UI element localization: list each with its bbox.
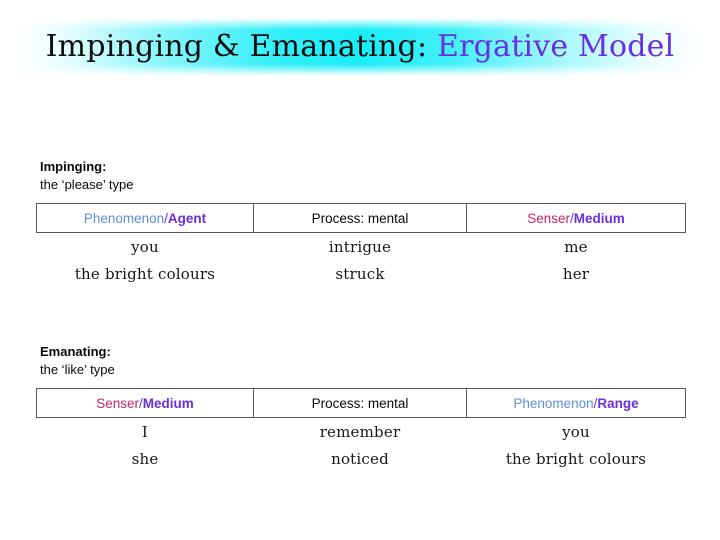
table-row: she noticed the bright colours (37, 445, 686, 472)
cell-process-1: remember (319, 422, 401, 441)
section-title-impinging: Impinging: (40, 159, 107, 174)
cell-process-1: noticed (331, 449, 389, 468)
title-banner: Impinging & Emanating: Ergative Model (18, 18, 702, 76)
section-title-emanating: Emanating: (40, 344, 111, 359)
role-label: Process: mental (311, 210, 409, 226)
role-separator: / (593, 395, 598, 411)
function-label: Range (597, 395, 639, 411)
column-header-process-mental: Process: mental (253, 388, 467, 418)
section-caption-emanating: Emanating: the ‘like’ type (40, 343, 115, 379)
table-header-row: Phenomenon/Agent Process: mental Senser/… (36, 203, 686, 233)
cell-process-1: intrigue (328, 237, 392, 256)
cell-participant-2: you (562, 422, 590, 441)
cell-participant-1: I (141, 422, 149, 441)
cell-participant-1: the bright colours (74, 264, 216, 283)
role-separator: / (570, 210, 574, 226)
function-label: Medium (573, 210, 625, 226)
ergative-table-emanating: Senser/Medium Process: mental Phenomenon… (36, 388, 686, 472)
role-separator: / (164, 210, 168, 226)
function-label: Medium (142, 395, 194, 411)
function-label: Agent (167, 210, 207, 226)
role-separator: / (139, 395, 143, 411)
role-label: Process: mental (311, 395, 409, 411)
section-subtitle-impinging: the ‘please’ type (40, 177, 134, 192)
cell-participant-2: the bright colours (505, 449, 647, 468)
cell-participant-2: me (564, 237, 588, 256)
page-title-primary: Impinging & Emanating: (45, 29, 438, 64)
section-caption-impinging: Impinging: the ‘please’ type (40, 158, 133, 194)
section-subtitle-emanating: the ‘like’ type (40, 362, 115, 377)
cell-process-1: struck (335, 264, 385, 283)
role-label: Phenomenon (513, 395, 594, 411)
cell-participant-1: you (131, 237, 159, 256)
table-row: I remember you (37, 418, 686, 446)
role-label: Phenomenon (83, 210, 165, 226)
ergative-table-impinging: Phenomenon/Agent Process: mental Senser/… (36, 203, 686, 287)
cell-participant-2: her (562, 264, 590, 283)
role-label: Senser (527, 210, 570, 226)
table-row: you intrigue me (37, 233, 686, 261)
cell-participant-1: she (131, 449, 159, 468)
table-row: the bright colours struck her (37, 260, 686, 287)
column-header-senser-medium: Senser/Medium (36, 388, 254, 418)
column-header-process-mental: Process: mental (253, 203, 467, 233)
page-title: Impinging & Emanating: Ergative Model (46, 32, 675, 62)
role-label: Senser (96, 395, 139, 411)
column-header-senser-medium: Senser/Medium (466, 203, 686, 233)
column-header-phenomenon-agent: Phenomenon/Agent (36, 203, 254, 233)
column-header-phenomenon-range: Phenomenon/Range (466, 388, 686, 418)
table-header-row: Senser/Medium Process: mental Phenomenon… (36, 388, 686, 418)
page-title-accent: Ergative Model (437, 29, 675, 64)
